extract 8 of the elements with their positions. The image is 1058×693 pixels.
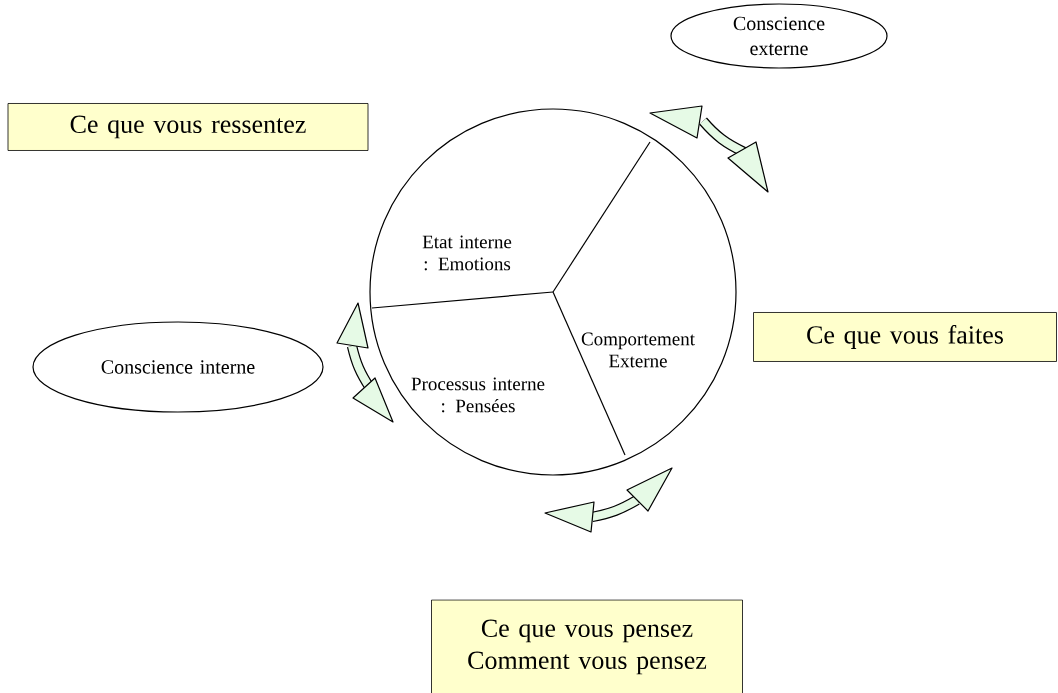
label-box: Ce que vous ressentez — [7, 103, 369, 151]
sector-label: Etat interne : Emotions — [422, 235, 512, 271]
label-box: Ce que vous faites — [753, 312, 1057, 362]
sector-label: Processus interne : Pensées — [411, 377, 545, 413]
label-box: Ce que vous pensez Comment vous pensez — [431, 599, 743, 693]
oval-node: Conscience externe — [670, 3, 888, 69]
sector-label: Comportement Externe — [581, 332, 695, 368]
oval-node: Conscience interne — [32, 321, 324, 413]
